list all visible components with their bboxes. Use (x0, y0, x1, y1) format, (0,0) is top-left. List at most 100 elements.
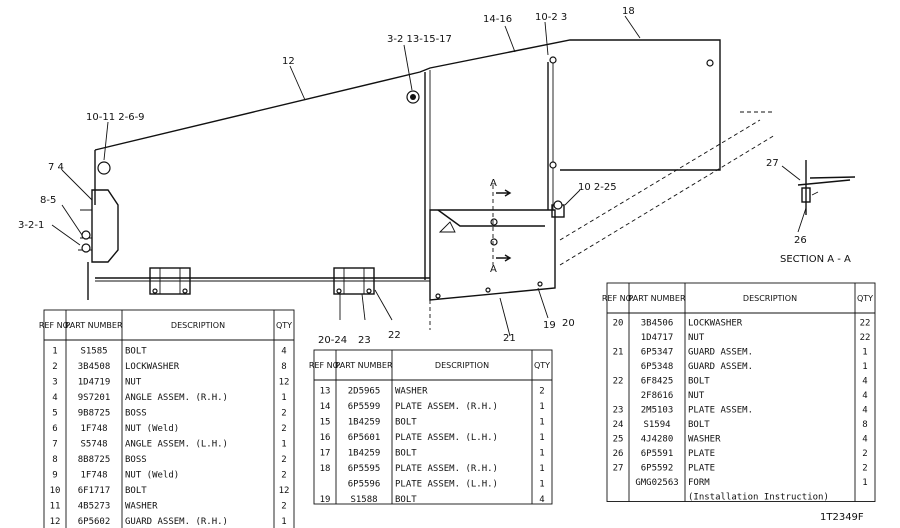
qty-cell: 4 (862, 435, 867, 445)
callout-19: 19 (543, 320, 556, 331)
qty-cell: 2 (281, 471, 286, 481)
qty-cell: 1 (281, 393, 286, 403)
part-number-cell: S5748 (80, 440, 107, 450)
part-number-cell: 6P5595 (348, 464, 381, 474)
ref-cell: 1 (52, 347, 57, 357)
parts-table-1-header-part: PART NUMBER (65, 321, 122, 330)
part-number-cell: 6P5591 (641, 449, 674, 459)
part-number-cell: 9S7201 (78, 393, 111, 403)
description-cell: PLATE (688, 449, 715, 459)
description-cell: WASHER (395, 387, 428, 397)
qty-cell: 1 (539, 464, 544, 474)
qty-cell: 1 (862, 478, 867, 488)
description-cell: PLATE ASSEM. (688, 406, 753, 416)
description-cell: WASHER (125, 502, 158, 512)
parts-table-1-header-qty: QTY (276, 321, 292, 330)
part-number-cell: 4J4280 (641, 435, 674, 445)
ref-cell: 8 (52, 455, 57, 465)
part-number-cell: GMG02563 (635, 478, 678, 488)
description-cell: WASHER (688, 435, 721, 445)
description-cell: BOSS (125, 455, 147, 465)
qty-cell: 4 (862, 406, 867, 416)
description-cell: ANGLE ASSEM. (L.H.) (125, 440, 228, 450)
part-number-cell: 3B4508 (78, 362, 111, 372)
ref-cell: 20 (613, 319, 624, 329)
part-number-cell: S1585 (80, 347, 107, 357)
callout-7-4: 7 4 (48, 162, 64, 173)
description-cell: NUT (Weld) (125, 424, 179, 434)
callout-14-16: 14-16 (483, 14, 512, 25)
part-number-cell: 1D4717 (641, 333, 674, 343)
callout-21: 21 (503, 333, 516, 344)
description-cell: NUT (125, 378, 142, 388)
part-number-cell: 1F748 (80, 471, 107, 481)
ref-cell: 3 (52, 378, 57, 388)
callout-3-2-1: 3-2-1 (18, 220, 44, 231)
callout-3-2-13-15-17: 3-2 13-15-17 (387, 34, 452, 45)
description-cell: PLATE ASSEM. (R.H.) (395, 402, 498, 412)
part-number-cell: S1594 (643, 420, 670, 430)
description-cell: PLATE ASSEM. (R.H.) (395, 464, 498, 474)
qty-cell: 1 (539, 402, 544, 412)
description-cell: GUARD ASSEM. (688, 362, 753, 372)
description-cell: PLATE ASSEM. (L.H.) (395, 433, 498, 443)
part-number-cell: 6P5599 (348, 402, 381, 412)
qty-cell: 1 (862, 362, 867, 372)
description-cell: NUT (688, 391, 705, 401)
ref-cell: 4 (52, 393, 57, 403)
description-cell: PLATE ASSEM. (L.H.) (395, 480, 498, 490)
qty-cell: 1 (539, 433, 544, 443)
guard-assembly-drawing (78, 39, 776, 330)
ref-cell: 10 (50, 486, 61, 496)
parts-table-3-header-ref: REF NO. (602, 294, 634, 303)
description-cell: BOLT (395, 495, 417, 505)
qty-cell: 4 (281, 347, 286, 357)
table-row: 14 6P5599 PLATE ASSEM. (R.H.) 1 (320, 402, 545, 412)
parts-table-2-header-ref: REF NO. (309, 361, 341, 370)
callout-10-2-25: 10 2-25 (578, 182, 617, 193)
section-mark-bottom: A (490, 264, 497, 275)
callout-10-11-2-6-9: 10-11 2-6-9 (86, 112, 145, 123)
part-number-cell: S1588 (350, 495, 377, 505)
part-number-cell: 6P5592 (641, 464, 674, 474)
ref-cell: 6 (52, 424, 57, 434)
qty-cell: 22 (860, 333, 871, 343)
callout-18: 18 (622, 6, 635, 17)
callout-22: 22 (388, 330, 401, 341)
part-number-cell: 1D4719 (78, 378, 111, 388)
description-cell: GUARD ASSEM. (688, 348, 753, 358)
ref-cell: 17 (320, 449, 331, 459)
qty-cell: 2 (539, 387, 544, 397)
description-cell: PLATE (688, 464, 715, 474)
part-number-cell: 6P5347 (641, 348, 674, 358)
section-mark-top: A (490, 178, 497, 189)
ref-cell: 19 (320, 495, 331, 505)
part-number-cell: 1F748 (80, 424, 107, 434)
part-number-cell: 6P5602 (78, 517, 111, 527)
ref-cell: 21 (613, 348, 624, 358)
part-number-cell: 8B8725 (78, 455, 111, 465)
qty-cell: 4 (862, 391, 867, 401)
description-cell: BOLT (395, 449, 417, 459)
callout-12: 12 (282, 56, 295, 67)
description-cell: LOCKWASHER (125, 362, 180, 372)
description-cell: LOCKWASHER (688, 319, 743, 329)
ref-cell: 14 (320, 402, 331, 412)
qty-cell: 2 (281, 502, 286, 512)
